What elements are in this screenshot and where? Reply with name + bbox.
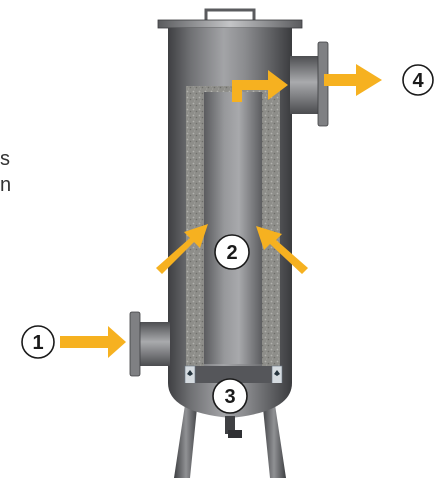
callout-4: 4 xyxy=(402,64,434,96)
callout-1-label: 1 xyxy=(32,332,43,354)
support-legs xyxy=(174,398,286,478)
flow-arrow xyxy=(324,64,382,96)
flow-arrow xyxy=(156,224,208,274)
callout-3: 3 xyxy=(212,378,248,414)
side-text-fragment-1: s xyxy=(0,148,10,170)
leg-right xyxy=(262,398,286,478)
drain-valve-icon xyxy=(225,416,242,438)
handle-icon xyxy=(204,8,256,22)
flow-arrows xyxy=(60,64,382,358)
inner-core xyxy=(204,92,262,364)
filter-media-right xyxy=(262,88,280,368)
inlet-nozzle xyxy=(129,311,170,377)
callout-4-label: 4 xyxy=(412,70,424,92)
callout-1: 1 xyxy=(21,325,55,359)
flow-arrow xyxy=(256,226,308,274)
callout-2: 2 xyxy=(214,234,250,270)
outlet-nozzle xyxy=(290,41,329,127)
callout-2-label: 2 xyxy=(226,242,237,264)
outlet-pipe xyxy=(290,56,322,114)
flow-arrow xyxy=(232,70,288,102)
side-text-fragment-2: n xyxy=(0,174,12,196)
inlet-pipe xyxy=(136,322,170,366)
leg-left xyxy=(174,398,198,478)
filter-media-left xyxy=(186,88,204,368)
top-lid xyxy=(157,19,303,29)
nozzle-icon xyxy=(129,311,141,377)
callout-3-label: 3 xyxy=(224,386,235,408)
flow-arrow xyxy=(60,326,126,358)
